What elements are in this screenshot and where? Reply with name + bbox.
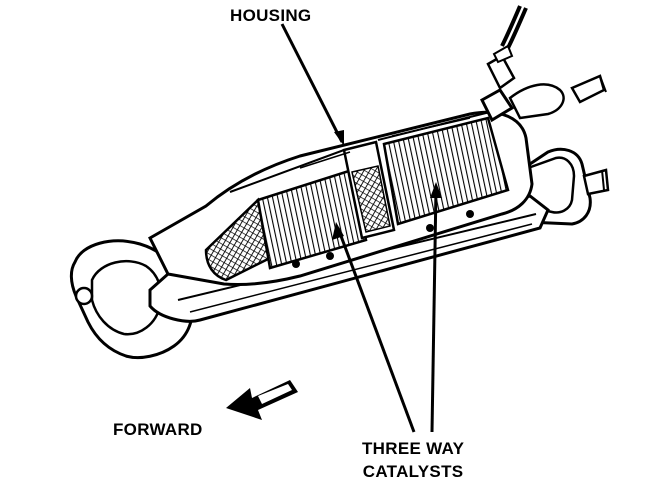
catalysts-label-line1: THREE WAY <box>362 439 465 458</box>
housing-label: HOUSING <box>230 6 312 25</box>
catalyst-bed-front <box>256 168 368 270</box>
forward-arrow-icon <box>226 380 298 420</box>
three-way-catalysts-label: THREE WAY CATALYSTS <box>362 437 464 483</box>
catalyst-leader-1-arrowhead <box>332 222 344 240</box>
oxygen-sensor <box>480 5 565 123</box>
inlet-cone <box>204 197 272 282</box>
housing-leader-arrowhead <box>334 130 344 146</box>
converter-housing <box>148 110 534 286</box>
catalyst-leader-2 <box>430 187 438 433</box>
catalyst-leader-2-arrowhead <box>430 182 442 198</box>
catalyst-leader-1 <box>336 227 416 433</box>
catalysts-label-line2: CATALYSTS <box>362 462 464 481</box>
housing-leader <box>280 23 344 143</box>
forward-label: FORWARD <box>113 420 203 439</box>
catalyst-bed-rear <box>382 116 510 226</box>
